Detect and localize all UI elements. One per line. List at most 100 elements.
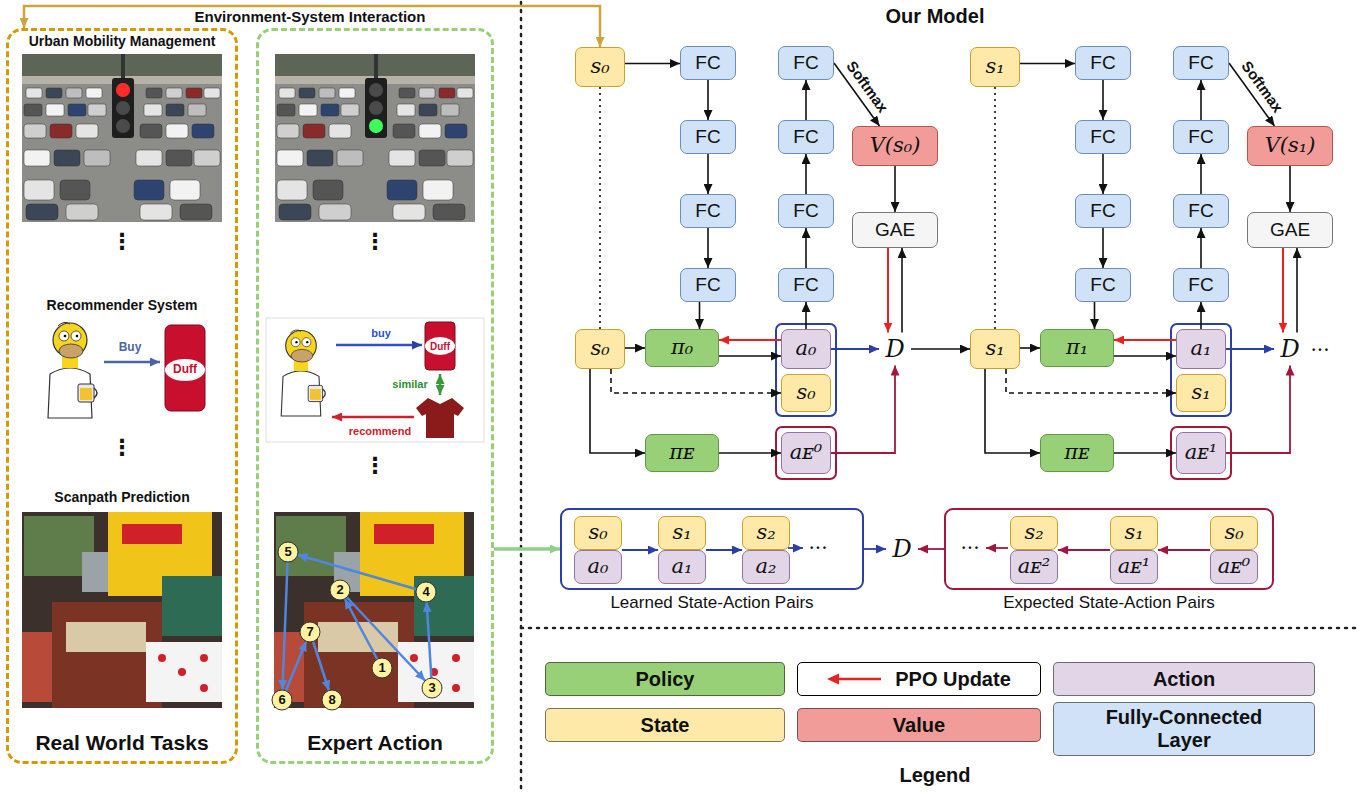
image-text: buy — [371, 327, 391, 339]
node-label: a₀ — [588, 555, 609, 578]
fc-layer-box: FC — [1173, 194, 1229, 228]
recommender-scene — [336, 344, 422, 347]
fixation-circle — [372, 658, 392, 678]
recommender-scene — [425, 322, 455, 370]
fc-layer-box: FC — [1173, 120, 1229, 154]
node-label: FC — [695, 127, 720, 148]
panel-heading: Urban Mobility Management — [29, 34, 216, 49]
connector — [719, 339, 781, 341]
node-label: D — [1280, 336, 1299, 362]
recommender-scene — [425, 337, 455, 355]
connector — [864, 548, 886, 550]
scanpath-arrow — [282, 632, 310, 700]
state-box: s₀ — [1210, 516, 1258, 550]
state-box: s₂ — [742, 516, 790, 550]
connector — [625, 347, 645, 349]
legend-line-sample — [837, 678, 881, 681]
connector — [805, 228, 807, 268]
node-label: s₁ — [985, 55, 1004, 78]
fixation-circle — [272, 690, 292, 710]
state-box: s₁ — [658, 516, 706, 550]
legend-label: Value — [893, 714, 945, 737]
node-label: a₁ — [672, 555, 693, 578]
scanpath-arrow — [288, 552, 426, 592]
scanpath-scene — [22, 512, 474, 710]
node-label: FC — [793, 275, 818, 296]
fixation-circle — [300, 622, 320, 642]
fc-layer-box: FC — [680, 46, 736, 80]
image-text: Buy — [119, 341, 142, 354]
connector — [805, 80, 807, 120]
legend-label: State — [641, 714, 690, 737]
scanpath-arrow — [282, 552, 432, 700]
discriminator-label: D — [886, 533, 918, 566]
recommender-scene — [439, 374, 442, 395]
legend-heading: Legend — [899, 764, 970, 786]
fixation-circle — [278, 542, 298, 562]
legend-arrowhead — [827, 674, 839, 685]
node-label: FC — [1188, 127, 1213, 148]
policy-box: πᴇ — [1040, 434, 1114, 472]
legend-label: Action — [1153, 668, 1215, 691]
action-box: a₂ — [742, 550, 790, 584]
policy-box: π₀ — [645, 329, 719, 367]
legend-label: Fully-Connected Layer — [1094, 706, 1274, 752]
node-label: FC — [1090, 127, 1115, 148]
traffic-scene — [116, 83, 130, 97]
scanpath-scene — [274, 512, 474, 708]
ellipsis: ... — [808, 531, 827, 553]
connector — [1226, 348, 1274, 350]
node-label: a₀ — [796, 337, 817, 360]
action-box: aᴇ⁰ — [1210, 550, 1258, 584]
connector — [805, 154, 807, 194]
node-label: FC — [793, 53, 818, 74]
image-text: Duff — [430, 341, 450, 352]
node-label: FC — [695, 53, 720, 74]
fc-layer-box: FC — [680, 194, 736, 228]
callout-number: 7 — [306, 625, 313, 639]
fixation-circle — [272, 542, 442, 710]
node-label: FC — [1188, 275, 1213, 296]
sequence-arrow — [986, 547, 1008, 549]
fc-layer-box: FC — [1075, 46, 1131, 80]
node-label: GAE — [1270, 220, 1310, 241]
connector — [911, 348, 970, 350]
recommender-scene — [416, 398, 464, 438]
node-label: s₀ — [588, 521, 607, 544]
connector — [1226, 366, 1290, 454]
connector — [1282, 248, 1284, 333]
action-box: a₁ — [658, 550, 706, 584]
node-label: s₂ — [1024, 521, 1043, 544]
node-label: D — [892, 536, 911, 562]
node-label: aᴇ⁰ — [790, 441, 823, 464]
fixation-circle — [322, 690, 342, 710]
traffic-scene — [22, 54, 475, 222]
node-label: FC — [1090, 53, 1115, 74]
connector — [1114, 452, 1176, 454]
node-label: s₁ — [1191, 381, 1210, 404]
legend-item: PPO Update — [797, 662, 1041, 696]
connector — [719, 452, 781, 454]
scanpath-arrow — [310, 632, 332, 700]
node-label: V(s₀) — [870, 134, 921, 157]
recommender-scene — [165, 325, 205, 411]
fixation-circle — [422, 678, 442, 698]
connector — [1200, 154, 1202, 194]
connector — [699, 302, 701, 329]
fc-layer-box: FC — [778, 120, 834, 154]
connector — [1114, 355, 1176, 357]
recommender-scene — [48, 322, 97, 418]
node-label: a₂ — [756, 555, 777, 578]
connector — [1114, 339, 1176, 341]
node-label: FC — [1188, 53, 1213, 74]
group-caption: Learned State-Action Pairs — [610, 593, 813, 613]
fc-layer-box: FC — [680, 120, 736, 154]
callout-number: 1 — [378, 661, 385, 675]
node-label: GAE — [875, 220, 915, 241]
legend-label: Policy — [636, 668, 695, 691]
connector — [719, 355, 781, 357]
scanpath-arrow — [282, 552, 288, 700]
node-label: s₀ — [590, 55, 609, 78]
connector — [1289, 166, 1291, 212]
